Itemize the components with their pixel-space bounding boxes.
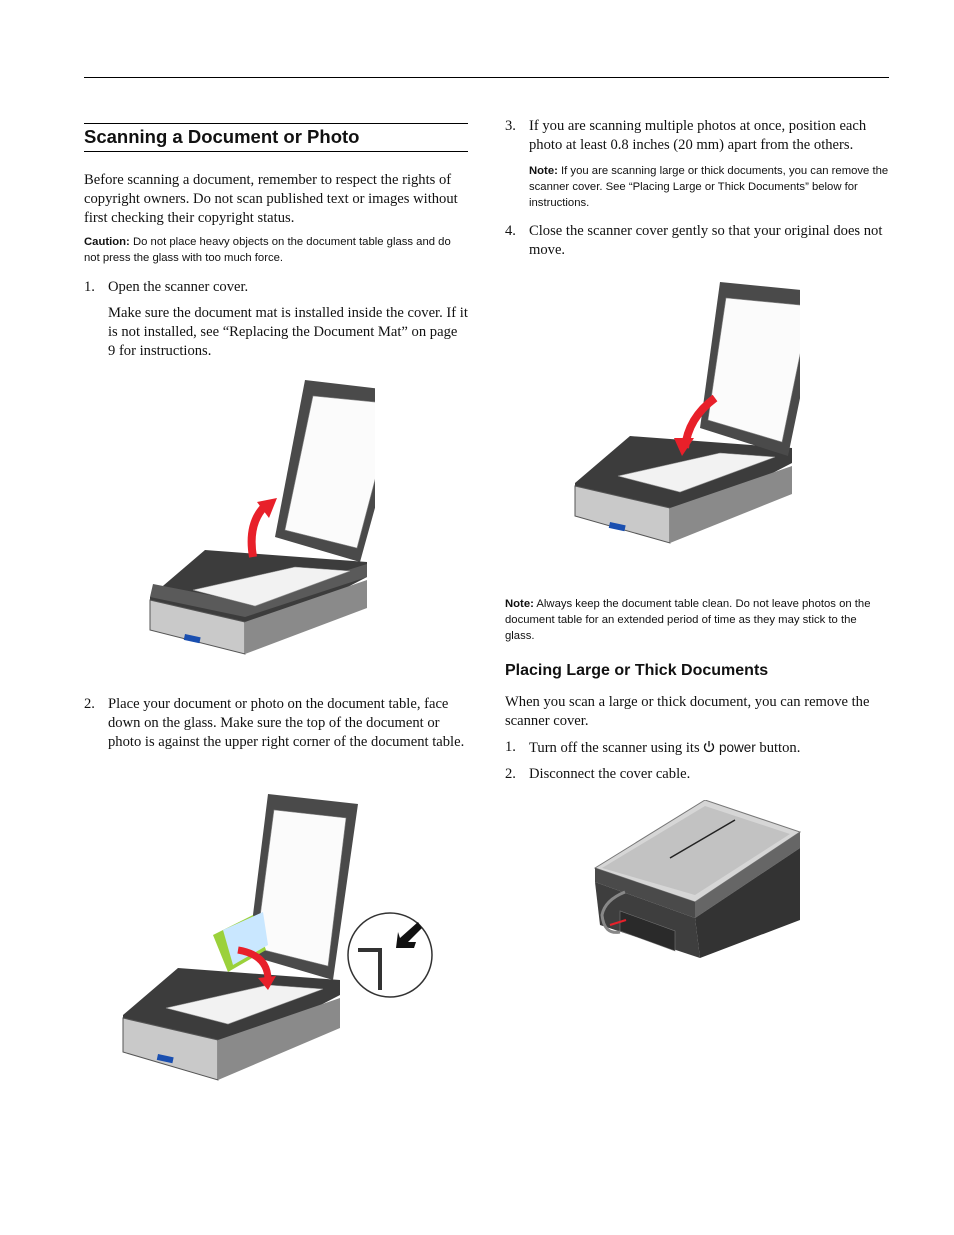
figure-disconnect-cable (593, 800, 802, 958)
step-3-number: 3. (505, 118, 516, 134)
step-1-number: 1. (84, 279, 95, 295)
note-2-text: Always keep the document table clean. Do… (505, 598, 871, 642)
figure-scanner-open-cover (149, 380, 375, 655)
caution-label: Caution: (84, 236, 130, 248)
note-2: Note: Always keep the document table cle… (505, 596, 889, 644)
caution-note: Caution: Do not place heavy objects on t… (84, 234, 468, 266)
subsection-title: Placing Large or Thick Documents (505, 662, 769, 679)
step-1-sub: Make sure the document mat is installed … (108, 305, 468, 359)
step-4-text: Close the scanner cover gently so that y… (529, 223, 883, 258)
step-3-text: If you are scanning multiple photos at o… (529, 118, 867, 153)
top-rule (84, 77, 889, 78)
step-2-text: Place your document or photo on the docu… (108, 696, 465, 750)
caution-text: Do not place heavy objects on the docume… (84, 236, 451, 264)
subsection-step-1-post: button. (755, 740, 801, 756)
note-1-text: If you are scanning large or thick docum… (529, 165, 889, 209)
power-label: power (718, 740, 756, 755)
subsection-step-1-pre: Turn off the scanner using its (529, 740, 704, 756)
section-title: Scanning a Document or Photo (84, 126, 360, 147)
step-4-number: 4. (505, 223, 516, 239)
section-title-rule-bottom (84, 151, 468, 152)
note-2-label: Note: (505, 598, 534, 610)
subsection-step-2-number: 2. (505, 766, 516, 782)
subsection-intro: When you scan a large or thick document,… (505, 694, 870, 729)
section-title-rule-top (84, 123, 468, 124)
step-2-number: 2. (84, 696, 95, 712)
figure-close-cover (574, 282, 800, 544)
note-1: Note: If you are scanning large or thick… (529, 163, 889, 211)
subsection-step-1-number: 1. (505, 739, 516, 755)
figure-place-document (122, 794, 433, 1081)
subsection-step-2-text: Disconnect the cover cable. (529, 766, 691, 782)
section-intro: Before scanning a document, remember to … (84, 172, 458, 226)
step-1-text: Open the scanner cover. (108, 279, 249, 295)
subsection-step-1-text: Turn off the scanner using its power but… (529, 738, 889, 758)
note-1-label: Note: (529, 165, 558, 177)
power-icon (704, 741, 715, 753)
